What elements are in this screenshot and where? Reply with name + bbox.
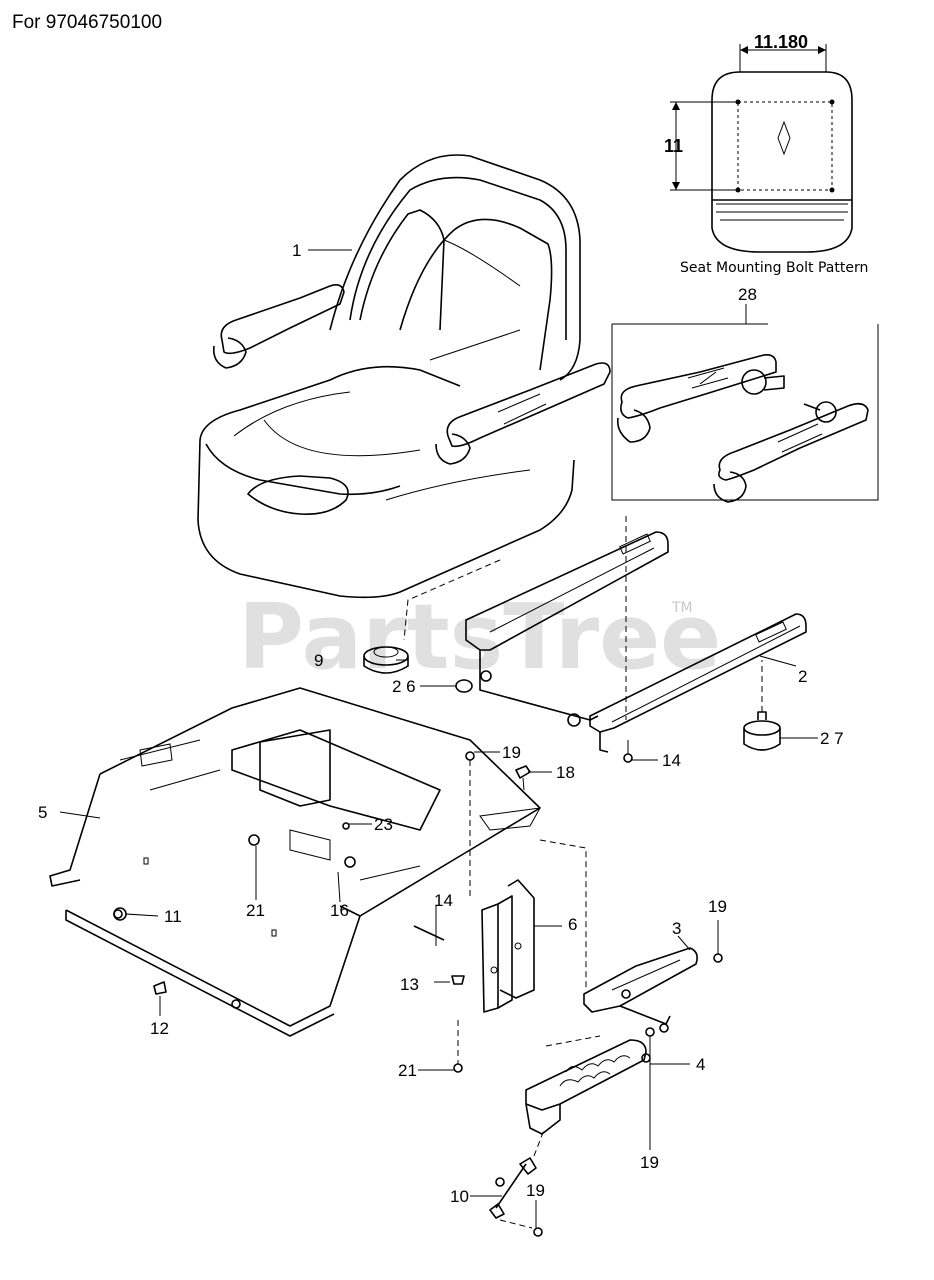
callout-1: 1: [292, 241, 301, 260]
callout-12: 12: [150, 1019, 169, 1038]
inset-height-dimension: 11: [664, 136, 683, 156]
callout-16: 16: [330, 901, 349, 920]
bolt-pattern-inset: [670, 44, 853, 253]
callout-6: 6: [568, 915, 577, 934]
callout-19-c: 19: [640, 1153, 659, 1172]
callout-28: 28: [738, 285, 757, 304]
callout-13: 13: [400, 975, 419, 994]
callout-14-lower: 14: [434, 891, 453, 910]
callout-18: 18: [556, 763, 575, 782]
rod-10: [489, 1129, 545, 1229]
armrest-kit-box: [611, 304, 879, 503]
callout-21-a: 21: [246, 901, 265, 920]
callout-9: 9: [314, 651, 323, 670]
inset-caption: Seat Mounting Bolt Pattern: [680, 260, 868, 276]
seat-slide-rails: [403, 516, 807, 753]
callout-19-a: 19: [502, 743, 521, 762]
callout-19-d: 19: [526, 1181, 545, 1200]
bracket-3: [583, 947, 698, 1025]
callout-2: 2: [798, 667, 807, 686]
callout-21-b: 21: [398, 1061, 417, 1080]
callout-23: 23: [374, 815, 393, 834]
leader-lines: [59, 249, 818, 1228]
callout-10: 10: [450, 1187, 469, 1206]
seat-mount-plate: [49, 687, 541, 1037]
inset-width-dimension: 11.180: [754, 32, 808, 52]
knob-9: [363, 646, 409, 674]
bumper-27: [743, 660, 781, 751]
callout-5: 5: [38, 803, 47, 822]
callout-3: 3: [672, 919, 681, 938]
seat-assembly: [197, 154, 611, 599]
callout-27: 2 7: [820, 729, 844, 748]
callout-14-upper: 14: [662, 751, 681, 770]
watermark-tm: TM: [671, 600, 693, 616]
callout-11: 11: [164, 907, 182, 926]
bracket-6: [457, 760, 587, 1064]
callout-26: 2 6: [392, 677, 416, 696]
bracket-4: [525, 1035, 651, 1135]
model-number-header: For 97046750100: [12, 12, 163, 33]
callout-19-b: 19: [708, 897, 727, 916]
callout-4: 4: [696, 1055, 705, 1074]
